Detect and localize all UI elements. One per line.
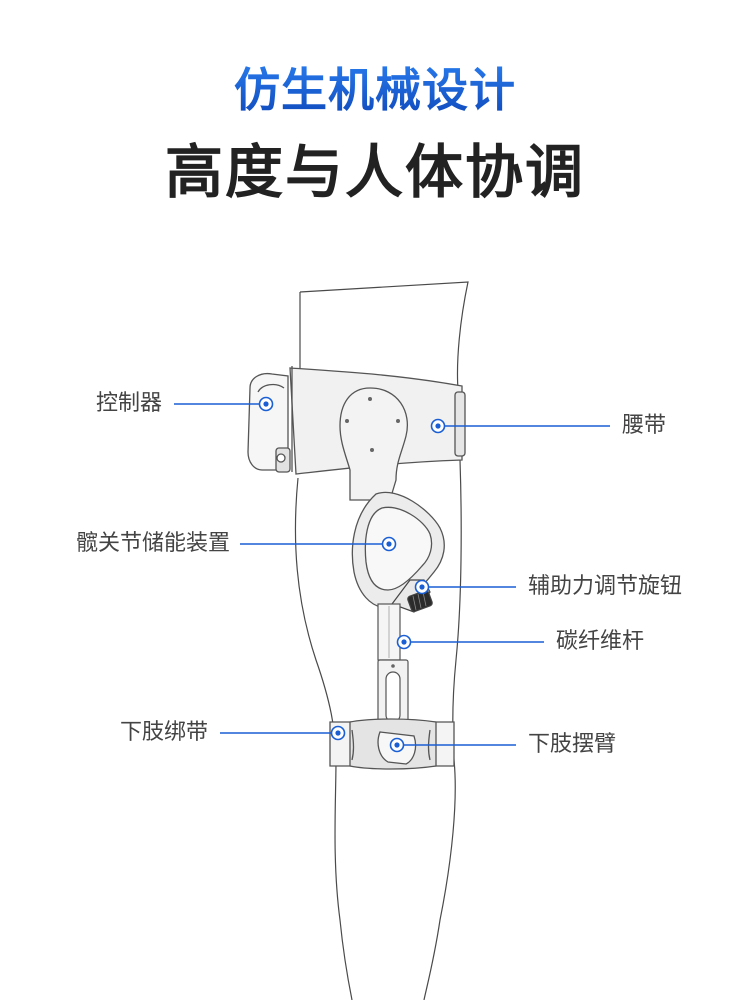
carbon-fiber-rod-shape — [377, 603, 401, 661]
marker-controller — [258, 396, 274, 412]
label-controller: 控制器 — [95, 391, 162, 416]
marker-assist-knob — [414, 579, 430, 595]
hip-joint-energy-storage-shape — [351, 491, 445, 609]
label-waist-belt: 腰带 — [622, 413, 667, 438]
label-lower-limb-swing-arm: 下肢摆臂 — [528, 732, 617, 757]
label-carbon-fiber-rod: 碳纤维杆 — [556, 629, 645, 654]
label-lower-limb-strap: 下肢绑带 — [119, 720, 208, 745]
marker-swing-arm — [389, 737, 405, 753]
controller-shape — [247, 372, 291, 473]
hip-plate-shape — [339, 387, 408, 501]
marker-hip-joint — [381, 536, 397, 552]
headline-subtitle: 高度与人体协调 — [164, 138, 585, 206]
marker-waist-belt — [430, 418, 446, 434]
leader-lines — [174, 403, 610, 746]
label-assist-adjust-knob: 辅助力调节旋钮 — [528, 574, 683, 599]
headline-title: 仿生机械设计 — [0, 58, 750, 122]
marker-carbon-rod — [396, 634, 412, 650]
slide-tube-shape — [377, 659, 409, 733]
label-hip-joint-energy-storage: 髋关节储能装置 — [75, 531, 230, 556]
callout-markers — [258, 396, 446, 753]
marker-lower-strap — [330, 725, 346, 741]
